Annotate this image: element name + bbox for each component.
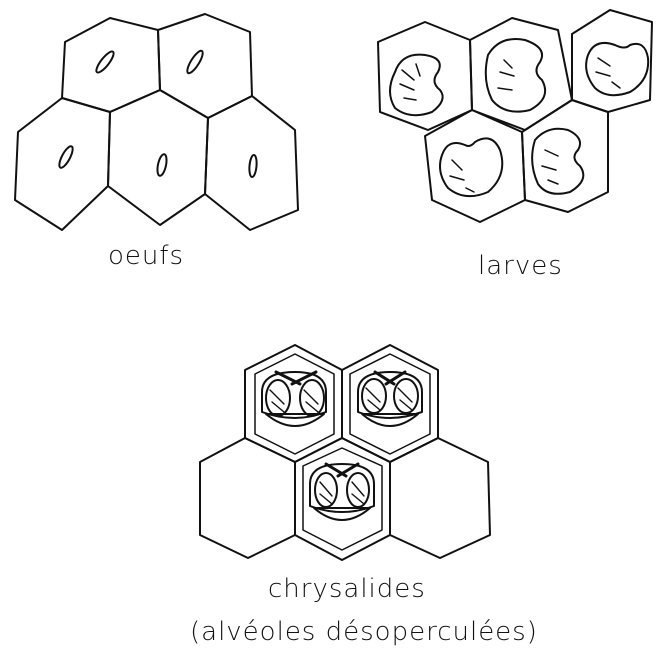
pupae-label: chrysalides: [268, 574, 426, 604]
larva: [440, 138, 502, 196]
egg: [57, 145, 75, 170]
cell-rim: [255, 354, 334, 454]
larva: [486, 39, 545, 112]
larva-cell: [522, 100, 608, 212]
pupa: [358, 372, 422, 426]
egg-cell: [15, 98, 110, 230]
larva: [390, 55, 443, 116]
pupa-cell: [390, 438, 490, 558]
egg-cell: [108, 90, 208, 225]
egg: [185, 49, 206, 75]
larva-segment: [542, 150, 558, 184]
pupae-note-label: (alvéoles désoperculées): [190, 617, 538, 647]
pupa: [310, 464, 374, 520]
egg-cell: [62, 18, 160, 112]
egg: [156, 153, 168, 176]
pupa-cells-group: [200, 345, 490, 560]
larva-segment: [400, 64, 420, 100]
larvae-label: larves: [478, 251, 563, 281]
cell-rim: [350, 354, 430, 454]
larva: [532, 129, 583, 194]
pupa-cell: [200, 438, 295, 558]
larva-segment: [498, 60, 514, 90]
egg: [249, 155, 258, 178]
eggs-label: oeufs: [108, 241, 185, 271]
egg-cells-group: [15, 14, 298, 230]
larva-segment: [596, 58, 620, 88]
pupa: [262, 372, 326, 426]
larva-cells-group: [378, 10, 652, 222]
larva: [586, 43, 648, 95]
egg-cell: [205, 96, 298, 230]
cell-rim: [303, 448, 382, 550]
larva-cell: [572, 10, 652, 112]
larva-segment: [450, 160, 474, 192]
egg: [94, 49, 116, 74]
